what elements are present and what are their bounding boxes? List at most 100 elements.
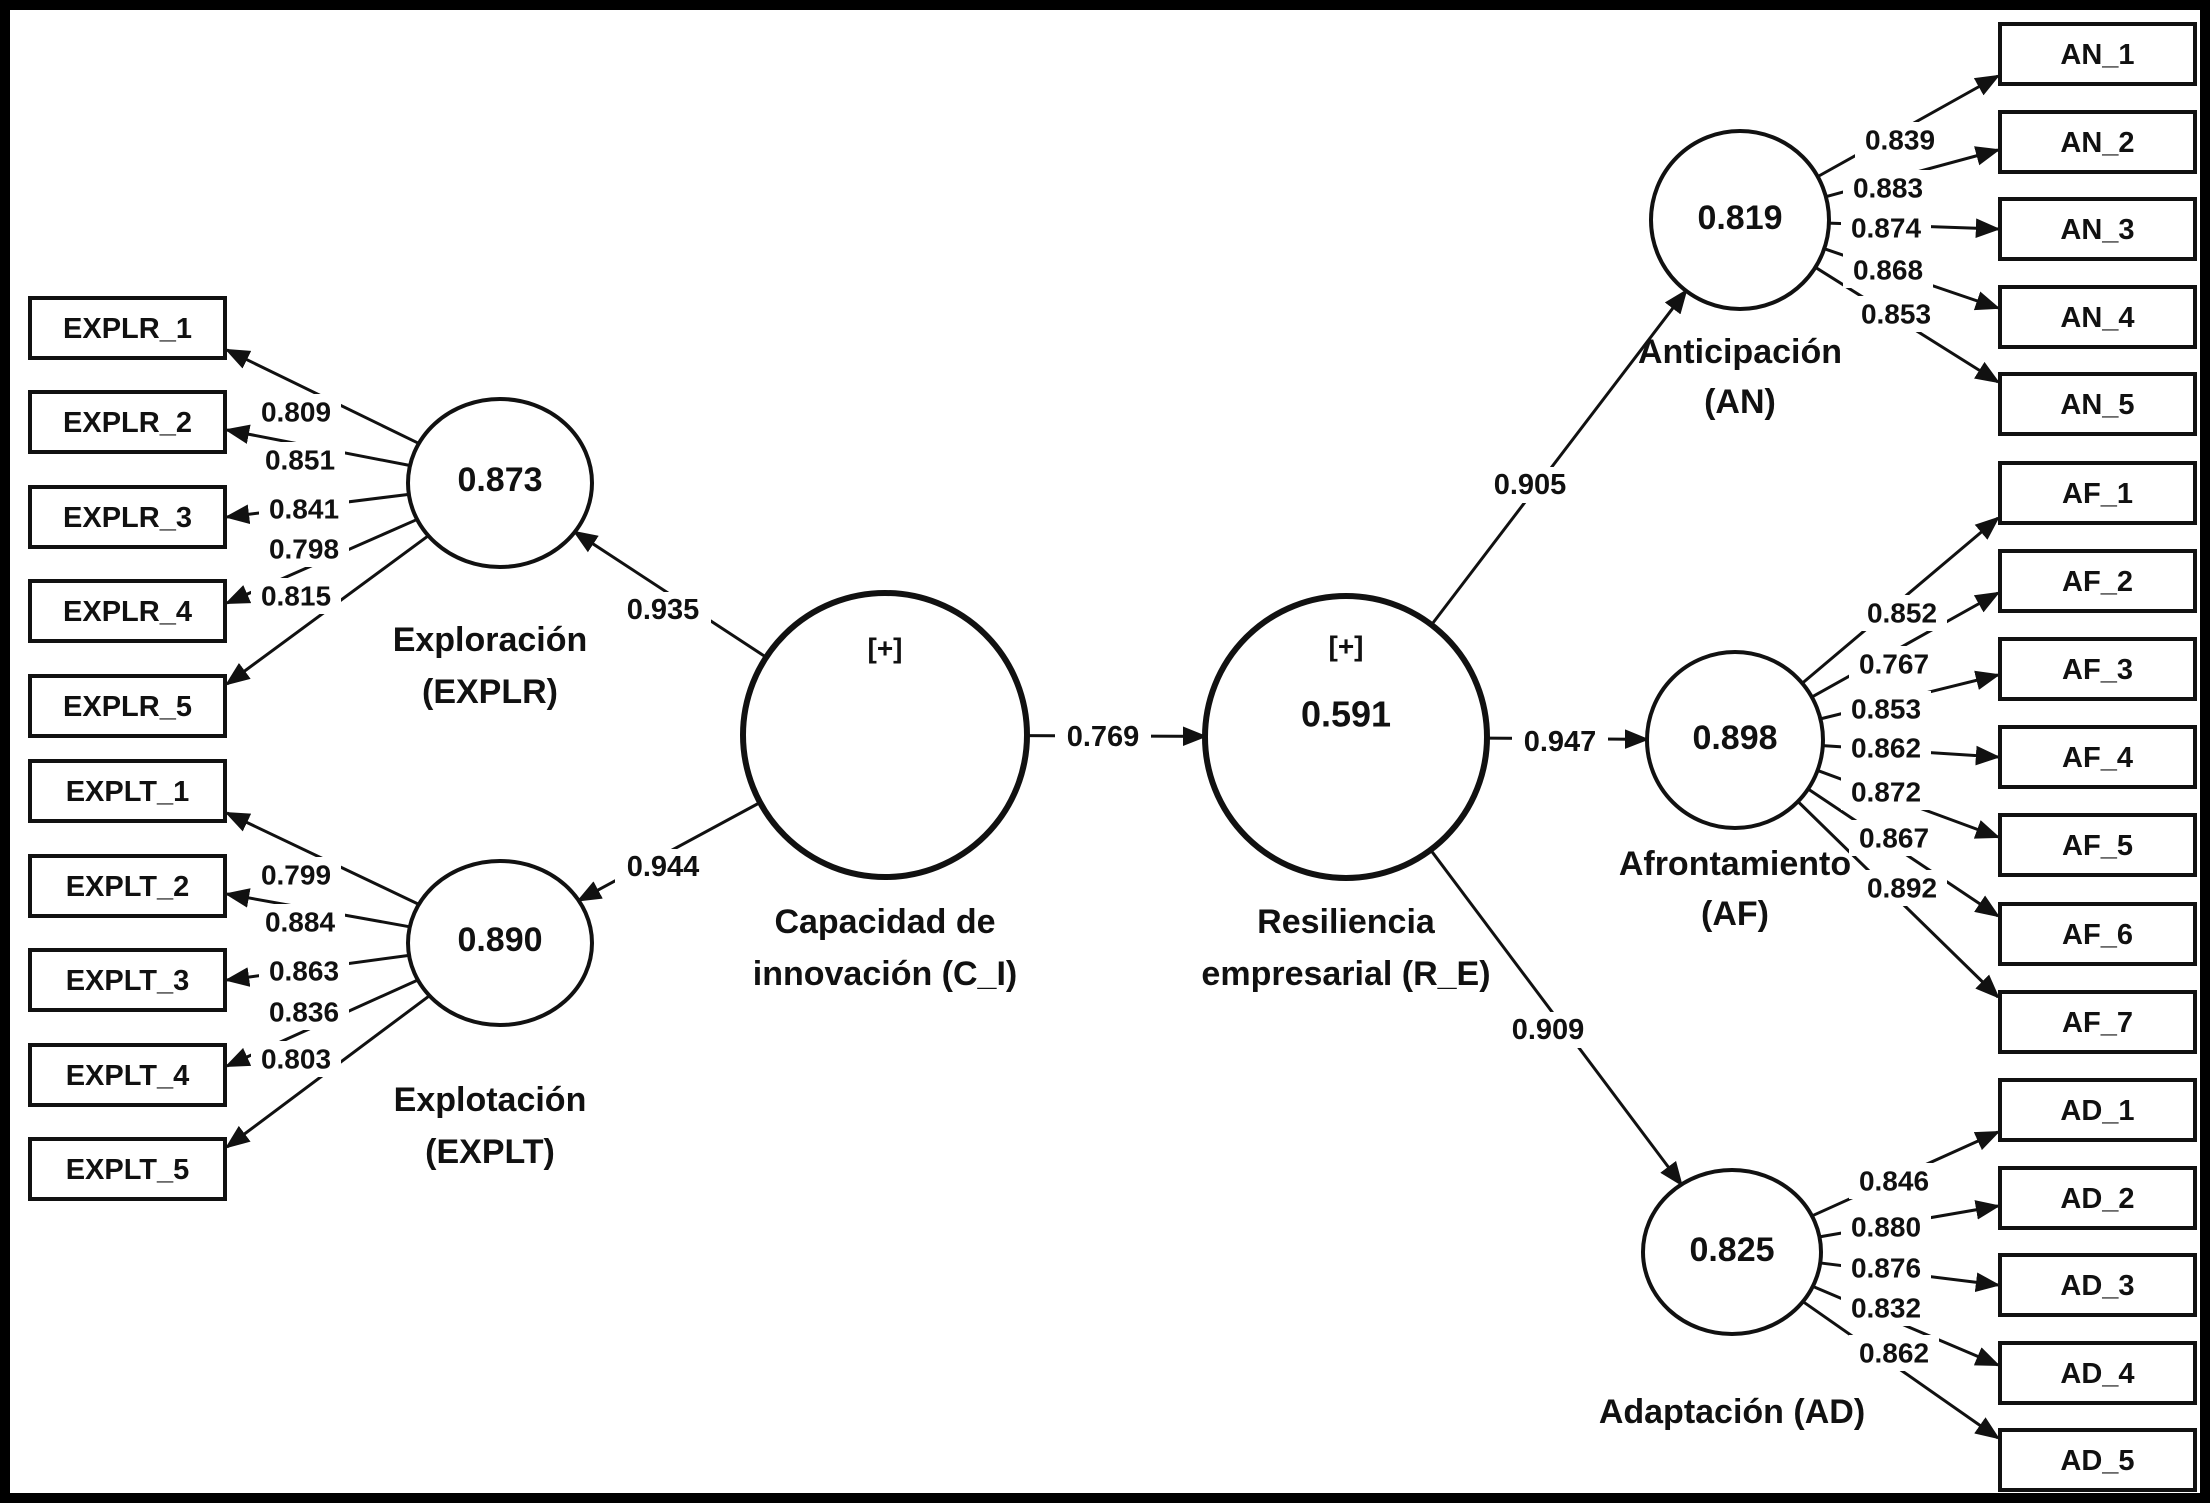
loading-value-AF_3-mask	[1841, 691, 1931, 727]
loading-value-EXPLT_2-mask	[255, 904, 345, 940]
loading-value-AD_1: 0.846	[1859, 1166, 1929, 1197]
path-coefficient-C_I-EXPLT-mask	[615, 849, 711, 885]
loading-value-AD_3: 0.876	[1851, 1253, 1921, 1284]
loading-value-AF_5: 0.872	[1851, 777, 1921, 808]
loading-value-EXPLR_4-mask	[259, 531, 349, 567]
loading-value-EXPLT_1: 0.799	[261, 860, 331, 891]
loading-value-AD_4-mask	[1841, 1290, 1931, 1326]
loading-value-EXPLR_2-mask	[255, 442, 345, 478]
construct-label-C_I-line2: innovación (C_I)	[753, 955, 1017, 993]
path-arrow-R_E-AN	[1430, 288, 1688, 626]
indicator-box-AD_1	[1998, 1078, 2197, 1142]
indicator-box-AN_4	[1998, 285, 2197, 349]
indicator-label-AF_2: AF_2	[2062, 566, 2133, 598]
indicator-box-EXPLR_1	[28, 296, 227, 360]
indicator-label-AF_7: AF_7	[2062, 1007, 2133, 1039]
construct-label-AD-line1: Adaptación (AD)	[1599, 1393, 1865, 1431]
construct-label-EXPLR-line1: Exploración	[393, 621, 588, 659]
indicator-box-EXPLT_2	[28, 854, 227, 918]
construct-value-AN: 0.819	[1697, 199, 1782, 237]
indicator-label-EXPLR_1: EXPLR_1	[63, 313, 192, 345]
indicator-box-AF_2	[1998, 549, 2197, 613]
loading-value-EXPLT_4-mask	[259, 994, 349, 1030]
construct-value-R_E: 0.591	[1301, 694, 1391, 735]
loading-value-AD_5-mask	[1849, 1335, 1939, 1371]
construct-circle-AD	[1641, 1168, 1823, 1336]
construct-value-AF: 0.898	[1692, 719, 1777, 757]
loading-value-AD_1-mask	[1849, 1163, 1939, 1199]
indicator-label-EXPLT_1: EXPLT_1	[66, 776, 190, 808]
indicator-box-AD_5	[1998, 1428, 2197, 1492]
loading-value-AN_5-mask	[1851, 296, 1941, 332]
indicator-box-AF_4	[1998, 725, 2197, 789]
path-coefficient-R_E-AD-mask	[1500, 1012, 1596, 1048]
indicator-box-EXPLR_3	[28, 485, 227, 549]
indicator-label-AD_4: AD_4	[2060, 1358, 2134, 1390]
loading-value-EXPLT_3-mask	[259, 953, 349, 989]
loading-value-EXPLR_3: 0.841	[269, 494, 339, 525]
loading-value-AF_5-mask	[1841, 774, 1931, 810]
loading-value-AD_3-mask	[1841, 1250, 1931, 1286]
loading-value-EXPLT_4: 0.836	[269, 997, 339, 1028]
construct-circle-AF	[1645, 650, 1825, 830]
indicator-box-AN_1	[1998, 22, 2197, 86]
construct-value-EXPLR: 0.873	[457, 461, 542, 499]
indicator-label-AD_1: AD_1	[2060, 1095, 2134, 1127]
loading-arrow-AF_2	[1811, 591, 2001, 699]
loading-value-EXPLT_5: 0.803	[261, 1044, 331, 1075]
loading-value-AF_4: 0.862	[1851, 733, 1921, 764]
indicator-label-EXPLR_2: EXPLR_2	[63, 407, 192, 439]
path-coefficient-R_E-AF-mask	[1512, 724, 1608, 760]
loading-value-AF_2-mask	[1849, 646, 1939, 682]
indicator-box-AF_7	[1998, 990, 2197, 1054]
indicator-label-EXPLR_5: EXPLR_5	[63, 691, 192, 723]
path-coefficient-C_I-EXPLR-mask	[615, 592, 711, 628]
loading-value-AN_3: 0.874	[1851, 213, 1921, 244]
indicator-label-AF_6: AF_6	[2062, 919, 2133, 951]
path-coefficient-R_E-AD: 0.909	[1512, 1014, 1585, 1046]
loading-value-AN_1: 0.839	[1865, 125, 1935, 156]
loading-value-EXPLR_3-mask	[259, 491, 349, 527]
loading-value-AD_5: 0.862	[1859, 1338, 1929, 1369]
indicator-label-AN_4: AN_4	[2060, 302, 2134, 334]
loading-value-AF_7: 0.892	[1867, 873, 1937, 904]
loading-value-AF_3: 0.853	[1851, 694, 1921, 725]
loading-value-AD_2-mask	[1841, 1209, 1931, 1245]
construct-label-C_I-line1: Capacidad de	[774, 903, 995, 941]
loading-value-AN_3-mask	[1841, 210, 1931, 246]
construct-circle-C_I	[740, 590, 1030, 880]
construct-label-R_E-line1: Resiliencia	[1257, 903, 1436, 941]
indicator-box-AN_3	[1998, 197, 2197, 261]
path-coefficient-R_E-AN-mask	[1482, 467, 1578, 503]
indicator-box-EXPLT_1	[28, 759, 227, 823]
loading-value-AF_7-mask	[1857, 870, 1947, 906]
loading-value-EXPLT_2: 0.884	[265, 907, 335, 938]
plus-annotation-C_I: [+]	[868, 633, 903, 664]
loading-value-EXPLT_1-mask	[251, 857, 341, 893]
indicator-box-AF_5	[1998, 813, 2197, 877]
loading-value-AN_1-mask	[1855, 122, 1945, 158]
indicator-label-AF_5: AF_5	[2062, 830, 2133, 862]
indicator-label-AF_3: AF_3	[2062, 654, 2133, 686]
indicator-label-EXPLR_4: EXPLR_4	[63, 596, 192, 628]
loading-value-AD_2: 0.880	[1851, 1212, 1921, 1243]
construct-value-EXPLT: 0.890	[457, 921, 542, 959]
loading-value-AF_1: 0.852	[1867, 598, 1937, 629]
indicator-box-EXPLT_3	[28, 948, 227, 1012]
loading-value-EXPLR_5: 0.815	[261, 581, 331, 612]
indicator-box-EXPLR_2	[28, 390, 227, 454]
indicator-label-AF_1: AF_1	[2062, 478, 2133, 510]
loading-value-EXPLR_1-mask	[251, 394, 341, 430]
indicator-box-EXPLR_4	[28, 579, 227, 643]
indicator-label-EXPLT_4: EXPLT_4	[66, 1060, 190, 1092]
loading-value-AN_2: 0.883	[1853, 173, 1923, 204]
loading-value-EXPLT_3: 0.863	[269, 956, 339, 987]
indicator-box-EXPLT_4	[28, 1043, 227, 1107]
path-coefficient-C_I-EXPLR: 0.935	[627, 594, 700, 626]
indicator-label-AF_4: AF_4	[2062, 742, 2133, 774]
plus-annotation-R_E: [+]	[1329, 631, 1364, 662]
construct-label-EXPLR-line2: (EXPLR)	[422, 673, 558, 711]
loading-value-AN_2-mask	[1843, 170, 1933, 206]
